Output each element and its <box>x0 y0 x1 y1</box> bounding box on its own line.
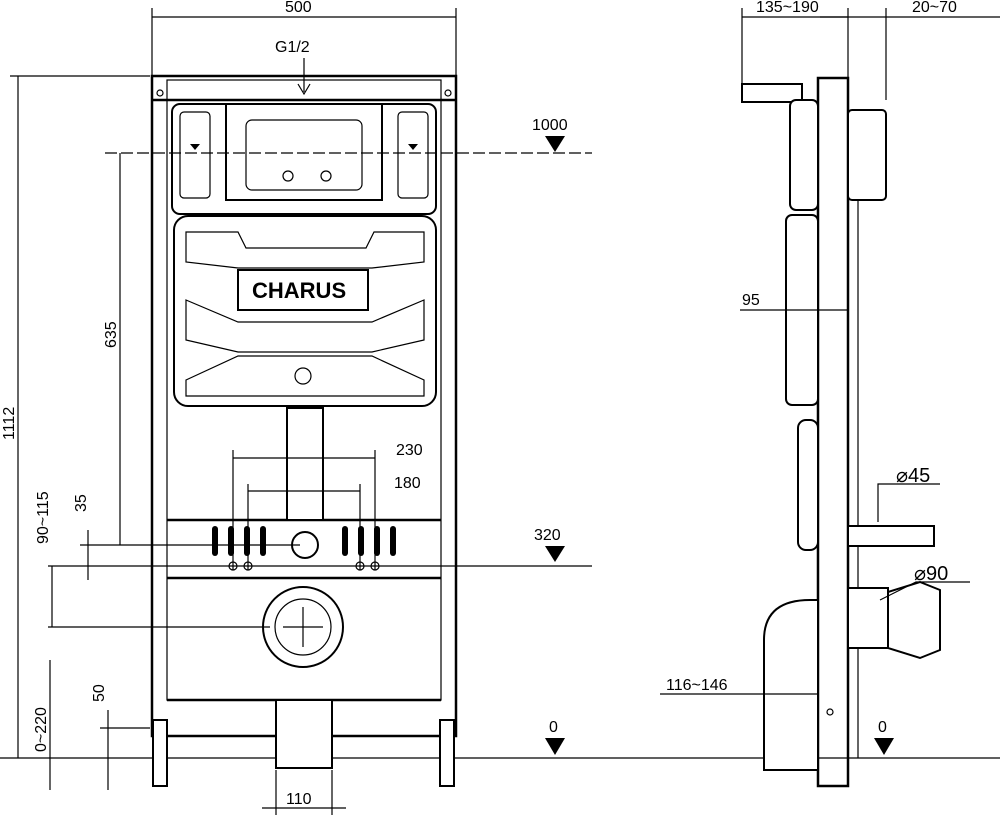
frame-side <box>816 76 850 788</box>
total-height-label: 1112 <box>1 407 18 440</box>
depth-label: 135~190 <box>756 0 819 16</box>
outer-spacing-label: 230 <box>396 442 423 459</box>
flush-mount-plate <box>225 103 383 201</box>
width-label: 500 <box>285 0 312 16</box>
cistern-depth-label: 95 <box>742 292 760 309</box>
flush-level-label: 1000 <box>532 117 568 134</box>
drain-bend <box>763 599 819 771</box>
level-marker-icon <box>545 738 565 755</box>
inlet-diameter-label: ⌀45 <box>896 465 930 487</box>
level-marker-icon <box>874 738 894 755</box>
inner-spacing-label: 180 <box>394 475 421 492</box>
outlet-diameter-label: ⌀90 <box>914 563 948 585</box>
panel-label: 20~70 <box>912 0 957 16</box>
cistern-side-top <box>789 99 819 211</box>
side-view: 135~190 20~70 95 ⌀45 ⌀90 116~146 0 <box>660 0 1000 788</box>
floor-level-label: 0 <box>549 719 558 736</box>
side-floor-label: 0 <box>878 719 887 736</box>
cistern-height-label: 635 <box>103 321 120 348</box>
range-90-115-label: 90~115 <box>35 491 52 544</box>
flush-pipe-side <box>797 419 819 551</box>
drain-pipe <box>275 699 333 769</box>
brand-logo: CHARUS <box>252 278 346 303</box>
flush-pipe <box>286 407 324 521</box>
flush-plate-side <box>847 109 887 201</box>
offset-50-label: 50 <box>91 684 108 702</box>
drain-outlet-side <box>847 587 889 649</box>
inlet-label: G1/2 <box>275 39 310 56</box>
offset-35-label: 35 <box>73 494 90 512</box>
leg-range-label: 0~220 <box>33 707 50 752</box>
level-marker-icon <box>545 136 565 152</box>
bolt-level-label: 320 <box>534 527 561 544</box>
left-leg <box>152 719 168 787</box>
front-view: 500 G1/2 CHARUS <box>1 0 592 815</box>
bend-label: 116~146 <box>666 677 728 694</box>
right-leg <box>439 719 455 787</box>
inlet-valve <box>741 83 803 103</box>
brand-plate <box>237 269 369 311</box>
drain-width-label: 110 <box>286 791 312 808</box>
inlet-arrow-icon <box>297 83 311 96</box>
level-marker-icon <box>545 546 565 562</box>
flush-connector-side <box>847 525 935 547</box>
